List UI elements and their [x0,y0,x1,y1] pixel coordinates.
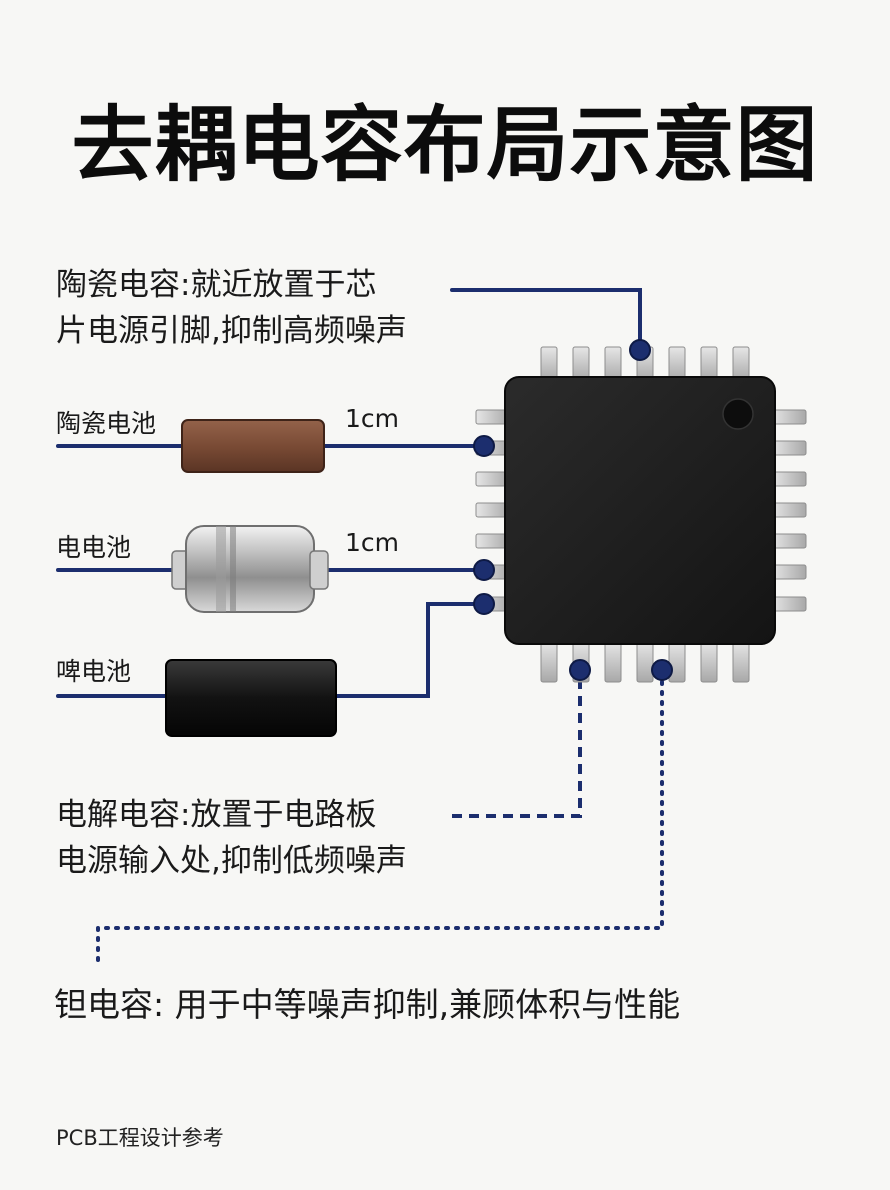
component-label-electrolytic: 电电池 [56,533,132,562]
chip-right-pins [771,409,807,612]
ceramic-callout-wire [450,288,642,350]
wires [56,288,642,698]
dot-bottom-tantalum [651,659,673,681]
tantalum-right-wire [334,602,484,698]
dot-electrolytic [473,559,495,581]
tantalum-callout-wire [96,670,664,970]
tantalum-callout: 钽电容: 用于中等噪声抑制,兼顾体积与性能 [54,985,681,1024]
tantalum-capacitor-body [165,659,337,737]
electrolytic-callout-wire [452,672,582,818]
dot-tantalum [473,593,495,615]
distance-label-ceramic: 1cm [345,404,400,433]
page-title: 去耦电容布局示意图 [71,98,819,193]
electrolytic-callout-line-1: 电解电容:放置于电路板 [56,797,377,833]
electrolytic-capacitor-body [171,525,329,613]
dot-top-pin [629,339,651,361]
footer-note: PCB工程设计参考 [56,1126,224,1150]
ceramic-callout: 陶瓷电容:就近放置于芯 片电源引脚,抑制高频噪声 [56,262,407,354]
distance-label-electrolytic: 1cm [345,528,400,557]
ceramic-capacitor-body [181,419,325,473]
dot-ceramic [473,435,495,457]
ceramic-callout-line-1: 陶瓷电容:就近放置于芯 [56,267,377,303]
connection-dots [473,339,673,681]
ceramic-callout-line-2: 片电源引脚,抑制高频噪声 [56,313,407,349]
electrolytic-callout-line-2: 电源输入处,抑制低频噪声 [56,843,407,879]
dot-bottom-electrolytic [569,659,591,681]
chip-pin1-marker [722,398,754,430]
electrolytic-callout: 电解电容:放置于电路板 电源输入处,抑制低频噪声 [56,792,407,884]
component-label-tantalum: 啤电池 [56,657,132,686]
chip-body [504,376,776,645]
component-label-ceramic: 陶瓷电池 [56,409,157,438]
